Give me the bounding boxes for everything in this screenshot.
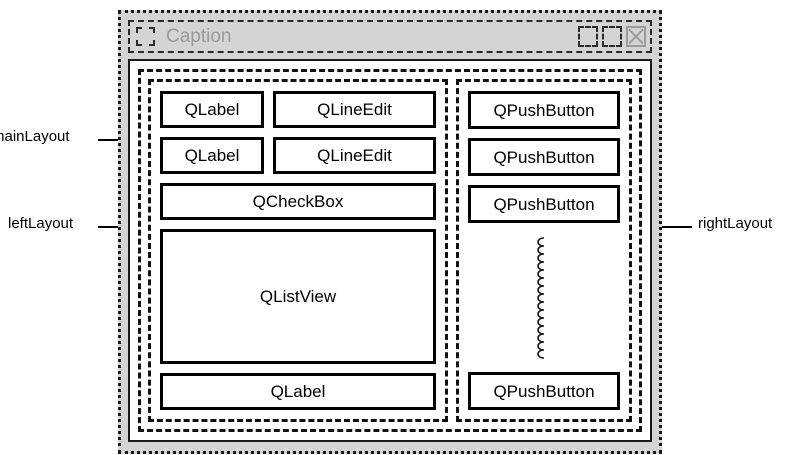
minimize-button[interactable] <box>578 26 598 47</box>
close-button[interactable] <box>626 26 646 47</box>
application-window: Caption QLabel QLineEdit QLabel QLineEdi… <box>118 10 662 454</box>
qlabel-widget-1[interactable]: QLabel <box>160 91 264 128</box>
main-layout-boundary: QLabel QLineEdit QLabel QLineEdit QCheck… <box>138 69 642 432</box>
left-layout-row: QLabel QLineEdit <box>160 137 436 174</box>
qlineedit-widget-2[interactable]: QLineEdit <box>273 137 436 174</box>
vertical-spring-spacer-icon <box>468 232 620 363</box>
window-titlebar[interactable]: Caption <box>128 20 652 53</box>
maximize-button[interactable] <box>602 26 622 47</box>
annotation-label-mainlayout: mainLayout <box>0 128 70 145</box>
qpushbutton-widget-1[interactable]: QPushButton <box>468 91 620 129</box>
qlistview-widget[interactable]: QListView <box>160 229 436 364</box>
window-caption: Caption <box>166 26 232 47</box>
close-icon <box>628 28 644 45</box>
qpushbutton-widget-4[interactable]: QPushButton <box>468 372 620 410</box>
annotation-arrow-line-rightlayout <box>634 226 692 228</box>
window-client-area: QLabel QLineEdit QLabel QLineEdit QCheck… <box>128 59 652 442</box>
qpushbutton-widget-3[interactable]: QPushButton <box>468 185 620 223</box>
qcheckbox-widget[interactable]: QCheckBox <box>160 183 436 220</box>
qlabel-widget-2[interactable]: QLabel <box>160 137 264 174</box>
qlineedit-widget-1[interactable]: QLineEdit <box>273 91 436 128</box>
system-menu-icon[interactable] <box>136 27 155 46</box>
qpushbutton-widget-2[interactable]: QPushButton <box>468 138 620 176</box>
left-layout-boundary: QLabel QLineEdit QLabel QLineEdit QCheck… <box>148 79 448 422</box>
annotation-label-rightlayout: rightLayout <box>698 215 773 232</box>
annotation-label-leftlayout: leftLayout <box>8 215 74 232</box>
left-layout-row: QLabel QLineEdit <box>160 91 436 128</box>
qlabel-widget-3[interactable]: QLabel <box>160 373 436 410</box>
spring-icon <box>537 236 545 359</box>
right-layout-boundary: QPushButton QPushButton QPushButton QPus… <box>456 79 632 422</box>
